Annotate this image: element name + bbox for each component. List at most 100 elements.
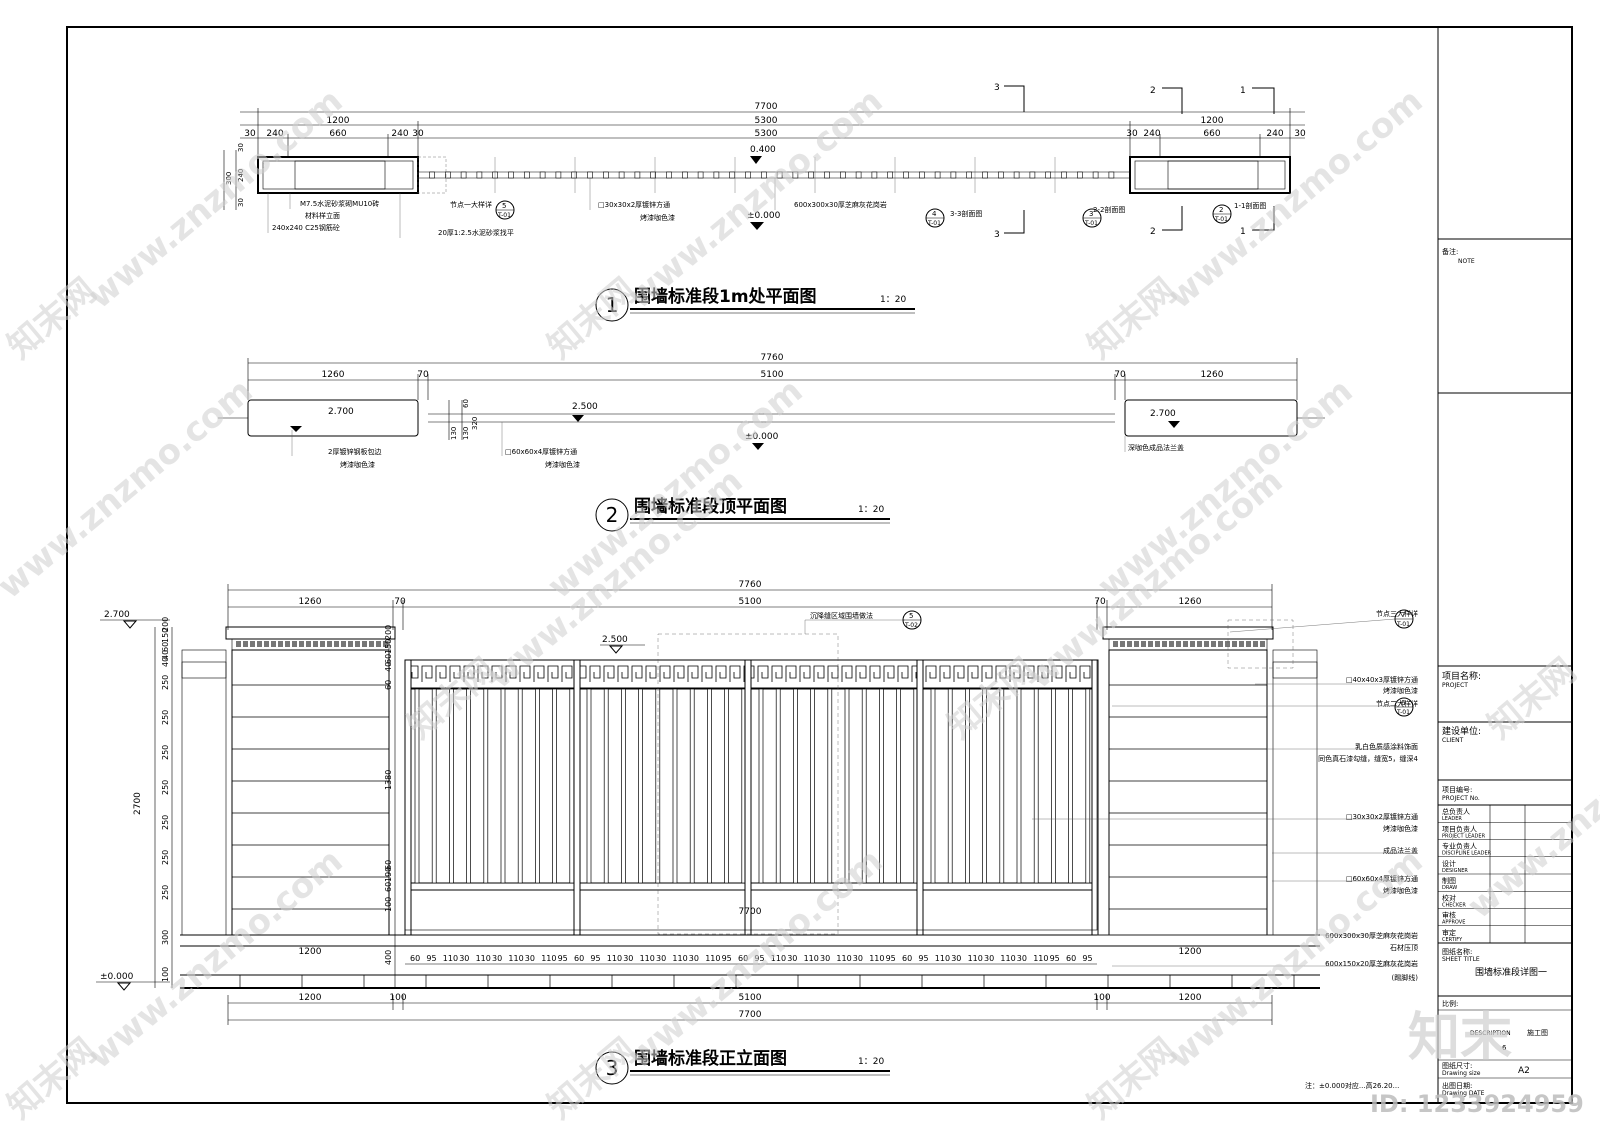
dim: 1260 [299,597,322,607]
bar-dim: 95 [558,954,568,963]
bar-dim: 95 [754,954,764,963]
tb-row-label-en: DESIGNER [1442,868,1468,874]
greek-key-unit [897,665,909,682]
cap-pattern-cell [236,641,241,647]
watermark: www.znzmo.com [80,841,350,1077]
fence-post [555,171,562,179]
height-dim: 150 [161,628,170,643]
greek-key-unit [589,665,601,682]
note: 烤漆咖色漆 [1383,824,1418,833]
watermark: www.znzmo.com [80,81,350,317]
dim: 240 [391,129,408,139]
cap-pattern-cell [355,641,360,647]
detail-number: 5 [909,612,913,620]
height-dim: 200 [161,617,170,632]
bar-dim: 110 [672,954,687,963]
inner-height-dim: 400 [384,950,393,965]
bar-dim: 95 [722,954,732,963]
cap-pattern-cell [1141,641,1146,647]
greek-key-unit [463,665,475,682]
fence-bar [483,688,489,884]
cap-pattern-cell [1225,641,1230,647]
height-dim: 250 [161,745,170,760]
bar-dim: 110 [836,954,851,963]
greek-key-unit [939,665,951,682]
fence-bar [414,688,420,884]
fence-bar [569,688,575,884]
tb-row-label: 项目负责人 [1442,824,1477,833]
fence-post [650,171,657,179]
drawing-size: A2 [1518,1066,1530,1076]
watermark: www.znzmo.com [480,461,750,697]
cap-pattern-cell [271,641,276,647]
greek-key-unit [855,665,867,682]
fence-post [1092,171,1099,179]
fence-bar [500,688,506,884]
watermark-id: ID: 1233924959 [1370,1090,1584,1118]
greek-key-unit [1079,665,1091,682]
greek-key-unit [491,665,503,682]
fence-bar [552,688,557,884]
height-dim: 100 [161,967,170,982]
height-dim: 40 [161,657,170,667]
cap-pattern-cell [1120,641,1125,647]
plan-2: 7760 1260 70 5100 70 1260 60 130 130 320… [218,353,1325,532]
watermark: www.znzmo.com [0,371,260,607]
fence-post [839,171,846,179]
dim: 130 [450,427,458,440]
bar-dim: 110 [869,954,884,963]
dim: 240 [237,169,245,182]
fence-bar [707,688,712,884]
fence-post [871,171,878,179]
bar-dim: 110 [476,954,491,963]
level-label: 2.700 [328,407,354,417]
greek-key-unit [925,665,937,682]
tb-label-en: PROJECT No. [1442,795,1480,802]
view-title: 围墙标准段1m处平面图 [634,286,817,307]
bar-dim: 30 [689,954,699,963]
note: 石材压顶 [1390,943,1418,952]
greek-key-unit [715,665,727,682]
dim: 70 [394,597,406,607]
cap-pattern-cell [278,641,283,647]
fence-post [523,171,530,179]
fence-post [887,171,894,179]
dim: 240 [1143,129,1160,139]
brick-hatch [294,160,386,190]
pier-joints [232,684,1267,910]
fence-post [508,171,514,179]
note: 成品法兰盖 [1383,846,1418,855]
dim: 1200 [299,993,322,1003]
fence-post [760,171,767,179]
note: 烤漆咖色漆 [545,460,580,469]
fence-bar [449,688,454,884]
fence-bar [982,688,987,884]
tb-label: 出图日期: [1442,1081,1472,1090]
note: 20厚1:2.5水泥砂浆找平 [438,228,514,237]
dim: 70 [1114,370,1126,380]
tb-label-en: CLIENT [1442,737,1464,744]
bar-dim: 30 [820,954,830,963]
view-number-circle [595,498,629,532]
bar-dim: 60 [574,954,584,963]
inner-height-dim: 200 [384,625,393,640]
dim: 5100 [761,370,784,380]
bar-dim: 30 [623,954,633,963]
tb-label: 图纸尺寸: [1442,1061,1472,1070]
cap-pattern-cell [334,641,339,647]
view-title: 围墙标准段正立面图 [634,1048,787,1069]
greek-key-unit [533,665,545,682]
detail-sheet: T-01 [927,220,941,227]
cap-pattern-cell [320,641,325,647]
greek-key-unit [1051,665,1063,682]
bar-dim: 60 [1066,954,1076,963]
dim: 1200 [1179,947,1202,957]
fence-bar [810,688,815,884]
height-dim: 250 [161,675,170,690]
bar-dim: 110 [771,954,786,963]
dim: 100 [389,993,406,1003]
note: □30x30x2厚镀锌方通 [1346,812,1418,821]
fence-post [460,171,467,179]
fence-post [539,171,546,179]
